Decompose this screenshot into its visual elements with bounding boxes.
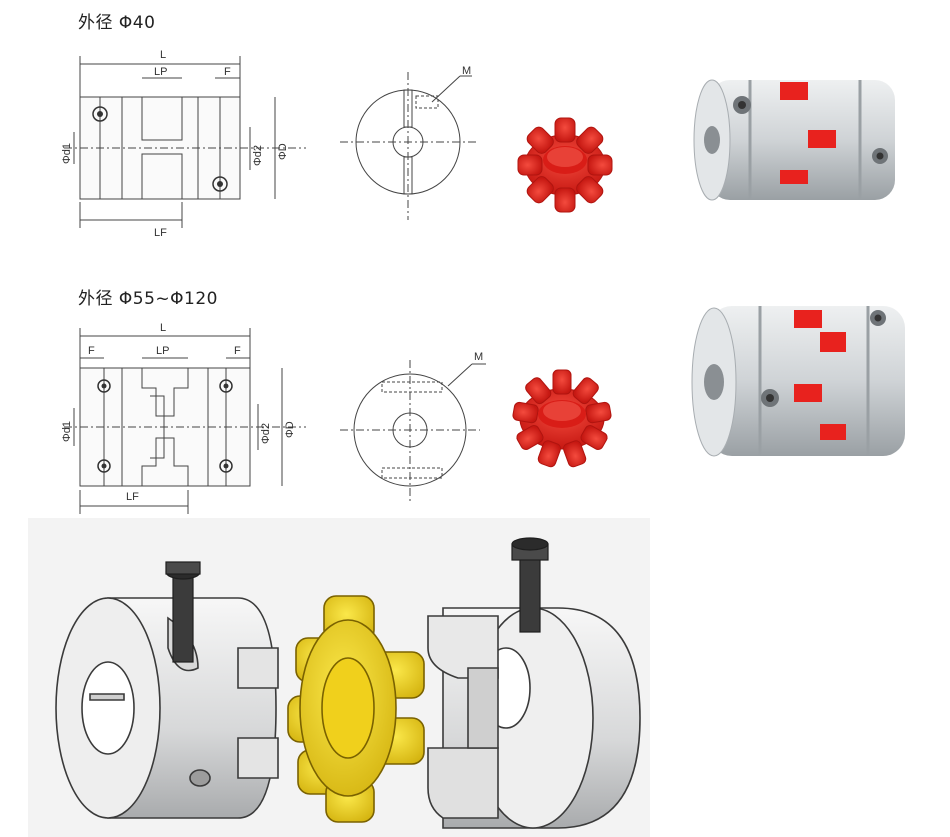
- dim-M-2: M: [474, 351, 483, 363]
- dim-LP-2: LP: [156, 345, 169, 357]
- dim-L-2: L: [160, 322, 166, 334]
- coupling-photo-d55-120: [691, 306, 905, 457]
- drawing-side-view-d40: L LP F LF Φd1 Φd2 ΦD: [61, 49, 306, 239]
- dim-F: F: [224, 66, 231, 78]
- left-hub: [55, 597, 279, 819]
- dim-d1: Φd1: [61, 143, 73, 164]
- exploded-coupling-illustration: [55, 537, 641, 829]
- right-hub: [427, 607, 641, 829]
- dim-D: ΦD: [277, 143, 289, 160]
- dim-F-left: F: [88, 345, 95, 357]
- dim-D-2: ΦD: [284, 421, 296, 438]
- dim-L: L: [160, 49, 166, 61]
- dim-F-right: F: [234, 345, 241, 357]
- dim-d2-2: Φd2: [260, 423, 272, 444]
- dim-M: M: [462, 65, 471, 77]
- drawing-end-view-d55-120: M: [340, 351, 486, 502]
- section1-title: 外径 Φ40: [78, 13, 156, 33]
- dim-LF-2: LF: [126, 491, 139, 503]
- dim-LF: LF: [154, 227, 167, 239]
- coupling-photo-d40: [693, 79, 895, 201]
- red-spider-d55-120: [512, 369, 612, 468]
- left-screw: [165, 561, 201, 663]
- dim-d2: Φd2: [252, 145, 264, 166]
- red-spider-d40: [517, 117, 613, 213]
- dim-d1-2: Φd1: [61, 421, 73, 442]
- drawing-side-view-d55-120: L LP F F LF Φd1 Φd2 ΦD: [61, 322, 306, 514]
- yellow-spider: [287, 595, 425, 823]
- drawing-end-view-d40: M: [340, 65, 476, 220]
- right-screw: [511, 537, 549, 633]
- section2-title: 外径 Φ55~Φ120: [78, 289, 218, 309]
- dim-LP: LP: [154, 66, 167, 78]
